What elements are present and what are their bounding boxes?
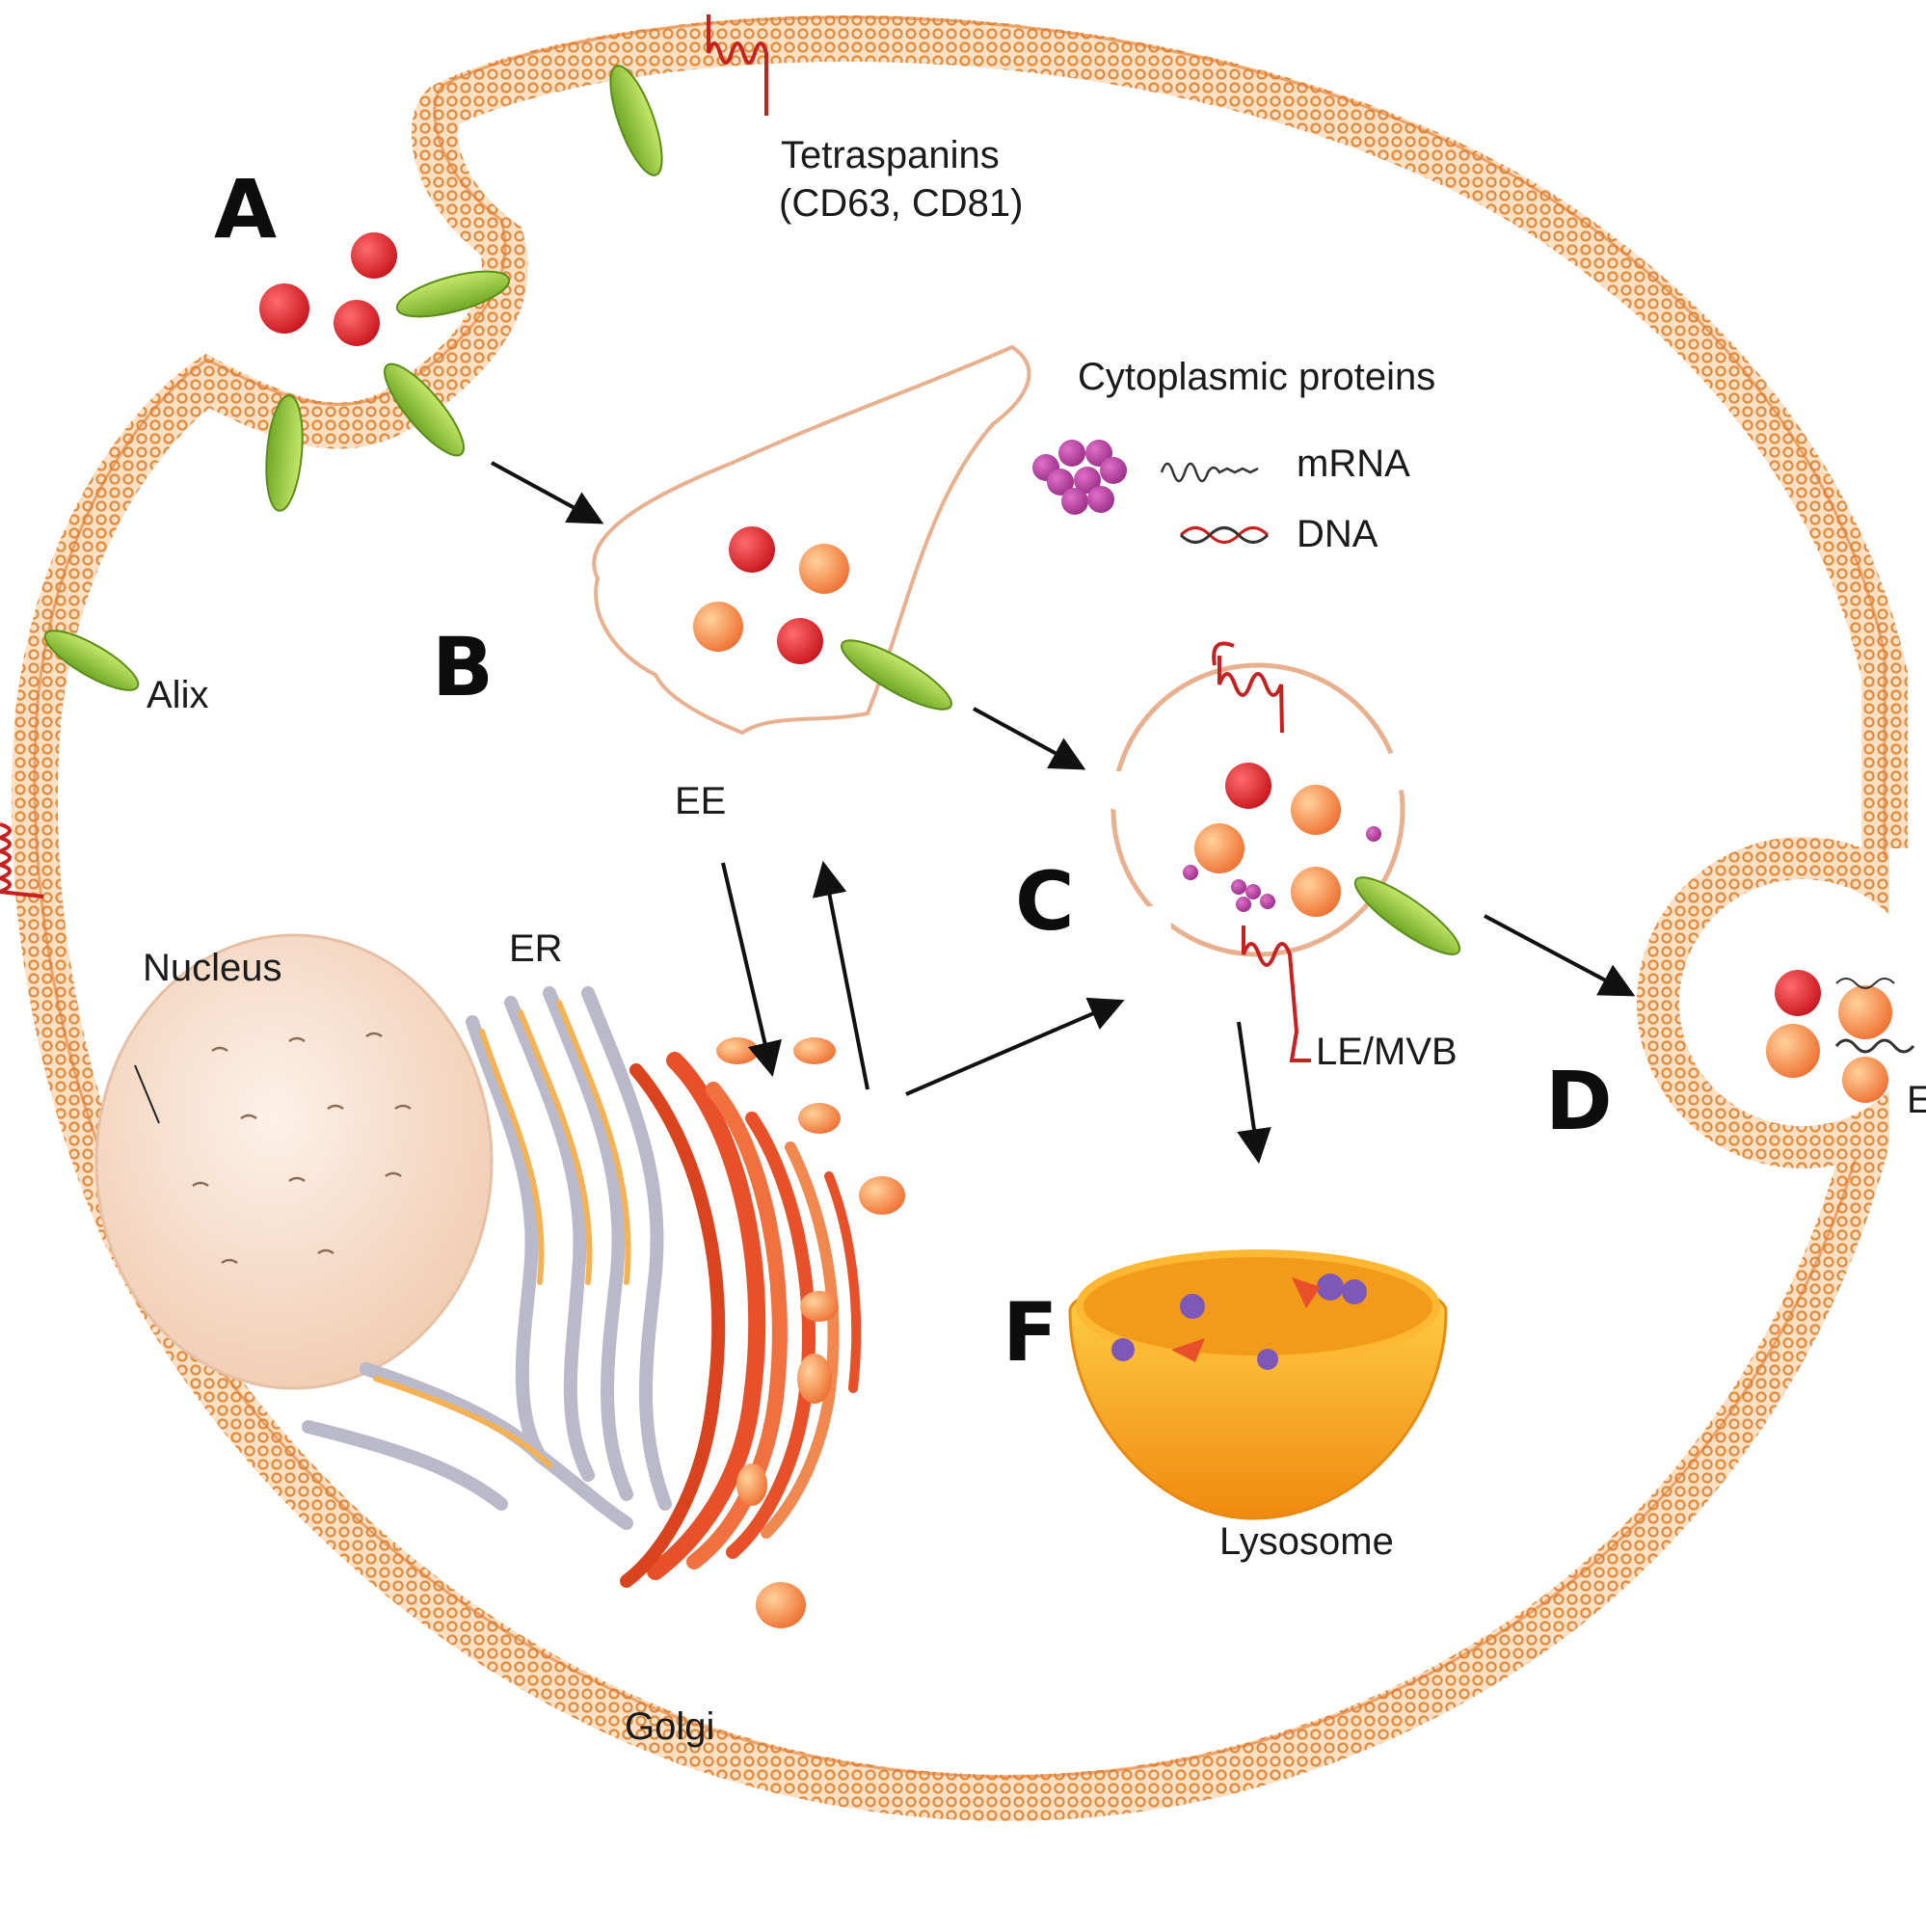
label-tetraspanins-examples: (CD63, CD81) xyxy=(779,182,1024,225)
cargo-vesicles-a xyxy=(259,232,397,346)
label-er: ER xyxy=(509,927,563,970)
cytoplasmic-proteins-icon xyxy=(1032,440,1127,515)
er-lumen xyxy=(373,1000,631,1468)
tetraspanin-left xyxy=(0,822,44,899)
label-le-mvb: LE/MVB xyxy=(1316,1031,1458,1073)
label-exosome-partial: E xyxy=(1907,1079,1926,1121)
cell-membrane xyxy=(11,14,1908,1821)
golgi-vesicles xyxy=(716,1037,905,1628)
label-cytoplasmic-proteins: Cytoplasmic proteins xyxy=(1078,356,1436,398)
label-c: C xyxy=(1015,854,1075,949)
label-b: B xyxy=(432,620,495,714)
lysosome xyxy=(1068,1249,1448,1520)
label-d: D xyxy=(1545,1054,1613,1148)
tetraspanin-top xyxy=(707,14,768,116)
late-endosome-mvb xyxy=(1099,641,1461,1062)
budding-exosome xyxy=(1637,837,1926,1168)
pathway-arrows xyxy=(491,461,1636,1165)
label-tetraspanins: Tetraspanins xyxy=(781,134,1000,176)
label-ee: EE xyxy=(675,780,727,822)
alix-proteins xyxy=(43,65,663,691)
dna-icon xyxy=(1179,526,1270,544)
label-dna: DNA xyxy=(1297,513,1378,555)
label-f: F xyxy=(1003,1285,1058,1380)
label-mrna: mRNA xyxy=(1297,443,1410,485)
label-golgi: Golgi xyxy=(625,1705,715,1748)
nucleus xyxy=(94,933,494,1390)
label-a: A xyxy=(214,162,278,256)
label-alix: Alix xyxy=(147,674,209,716)
endoplasmic-reticulum xyxy=(302,986,672,1530)
label-lysosome: Lysosome xyxy=(1219,1520,1394,1563)
early-endosome xyxy=(592,344,1031,736)
label-nucleus: Nucleus xyxy=(143,947,282,989)
mrna-icon xyxy=(1160,462,1259,483)
